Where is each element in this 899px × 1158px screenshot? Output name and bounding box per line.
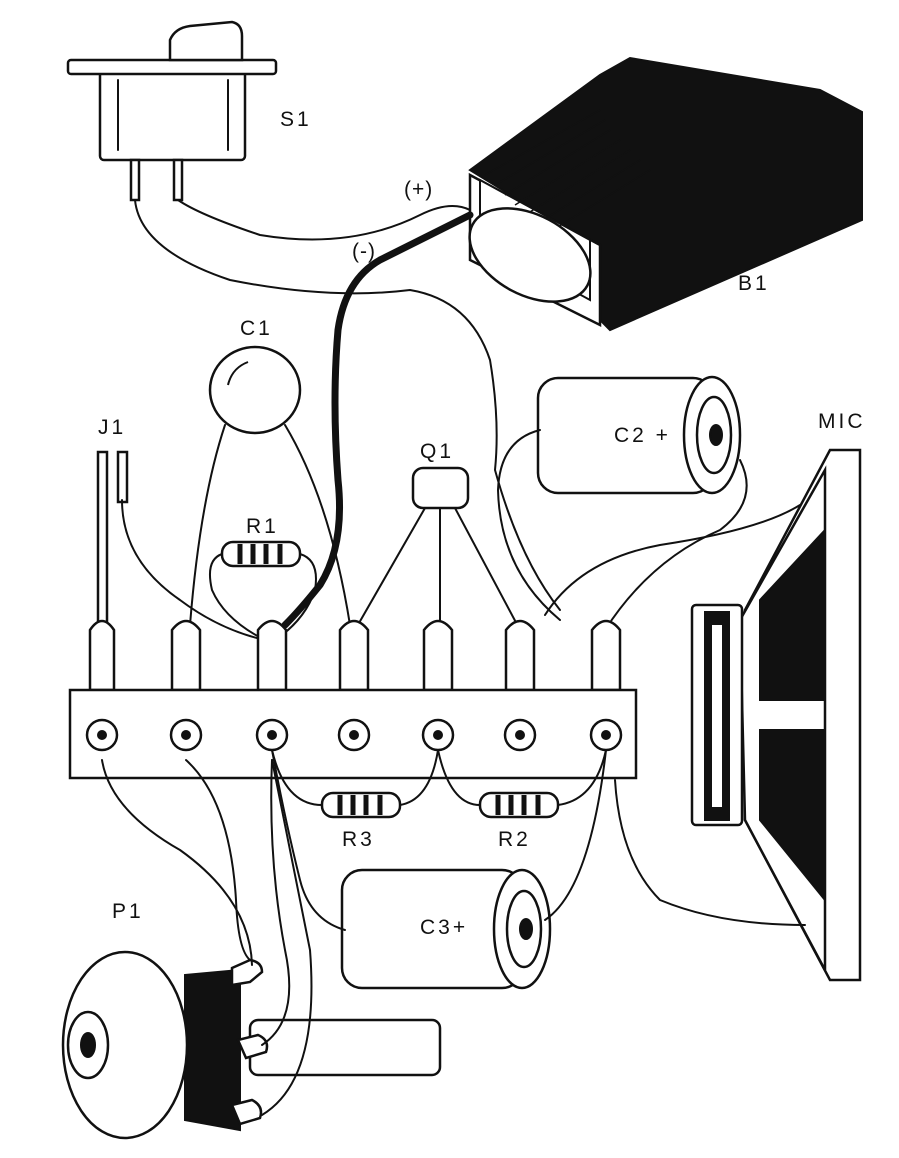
microphone (544, 448, 862, 982)
terminal-lug-4 (338, 619, 370, 692)
label-c2: C2 + (614, 424, 671, 447)
label-p1: P1 (112, 900, 144, 923)
label-c3: C3+ (420, 916, 469, 939)
transistor-q1 (354, 466, 521, 631)
terminal-lug-1 (88, 619, 116, 692)
terminal-screw-part-8 (349, 730, 359, 740)
label-mic: MIC (818, 410, 866, 433)
terminal-screw-part-6 (267, 730, 277, 740)
terminal-lug-3 (256, 619, 288, 692)
resistor-r2 (437, 749, 607, 819)
label-b1: B1 (738, 272, 770, 295)
terminal-lug-5 (422, 619, 454, 692)
terminal-lug-7 (590, 619, 622, 692)
switch-s1 (66, 20, 278, 202)
label-q1: Q1 (420, 440, 455, 463)
terminal-lug-6 (504, 619, 536, 692)
terminal-screw-part-2 (97, 730, 107, 740)
label-j1: J1 (98, 416, 127, 439)
potentiometer-p1 (61, 759, 442, 1140)
label-minus: (-) (352, 240, 376, 263)
resistor-r1 (209, 540, 317, 641)
terminal-screw-part-10 (433, 730, 443, 740)
terminal-screw-part-14 (601, 730, 611, 740)
label-s1: S1 (280, 108, 312, 131)
resistor-r3 (271, 749, 439, 819)
battery-b1 (468, 56, 863, 332)
label-r3: R3 (342, 828, 375, 851)
capacitor-c3 (271, 749, 607, 990)
label-r2: R2 (498, 828, 531, 851)
label-plus: (+) (404, 178, 434, 201)
terminal-screw-part-12 (515, 730, 525, 740)
capacitor-c1 (189, 345, 351, 626)
terminal-lug-2 (170, 619, 202, 692)
label-r1: R1 (246, 515, 279, 538)
capacitor-c2 (496, 375, 748, 631)
terminal-screw-part-4 (181, 730, 191, 740)
terminal-strip (68, 619, 638, 780)
label-c1: C1 (240, 317, 273, 340)
